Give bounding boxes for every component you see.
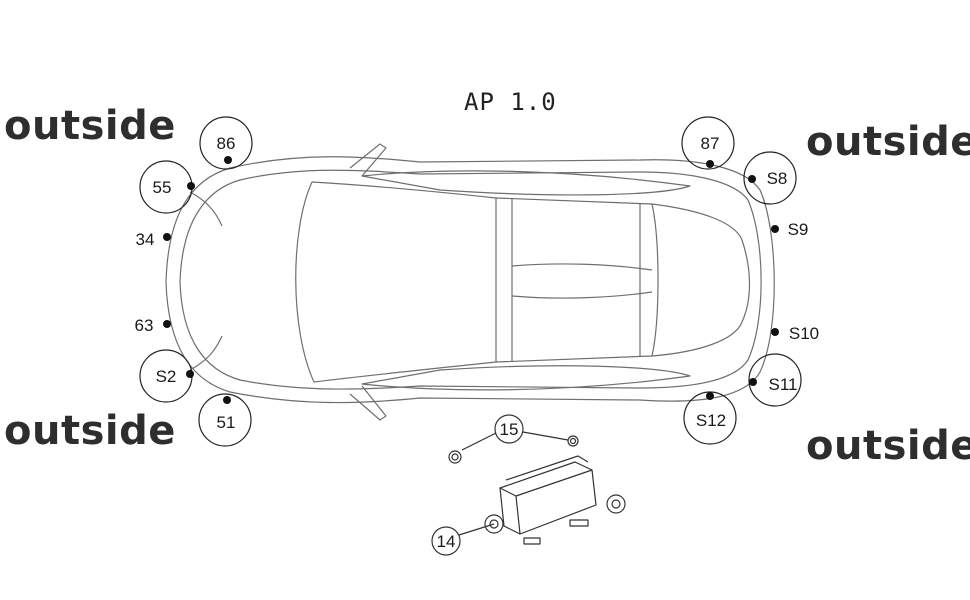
sensor-label: 51 bbox=[217, 413, 236, 432]
outside-label-bottom-right: outside bbox=[806, 423, 970, 469]
outside-label-top-left: outside bbox=[4, 103, 176, 149]
sensor-34: 34 bbox=[136, 230, 171, 249]
part-14-module bbox=[484, 455, 626, 545]
outside-label-bottom-left: outside bbox=[4, 408, 176, 454]
sensor-label: S8 bbox=[767, 169, 788, 188]
part-14-callout: 14 bbox=[431, 523, 495, 556]
sensor-label: S2 bbox=[156, 367, 177, 386]
sensor-87: 87 bbox=[681, 116, 735, 170]
sensor-s12: S12 bbox=[683, 391, 737, 445]
sensor-label: 55 bbox=[153, 178, 172, 197]
sensor-label: S11 bbox=[769, 375, 798, 394]
sensor-label: 86 bbox=[217, 134, 236, 153]
part-15-speakers bbox=[448, 414, 579, 464]
sensor-label: 63 bbox=[135, 316, 154, 335]
sensor-86: 86 bbox=[199, 116, 253, 170]
car-outline bbox=[165, 143, 775, 421]
sensor-s11: S11 bbox=[748, 353, 802, 407]
diagram-title: AP 1.0 bbox=[464, 88, 557, 116]
part-14-label: 14 bbox=[437, 532, 456, 551]
sensor-s10: S10 bbox=[771, 324, 819, 343]
sensor-label: S9 bbox=[788, 220, 809, 239]
sensor-s9: S9 bbox=[771, 220, 808, 239]
sensor-63: 63 bbox=[135, 316, 171, 335]
sensor-55: 55 bbox=[139, 160, 195, 214]
sensor-51: 51 bbox=[198, 393, 252, 447]
part-15-label: 15 bbox=[500, 420, 519, 439]
sensor-label: 34 bbox=[136, 230, 155, 249]
sensor-label: S12 bbox=[696, 411, 726, 430]
outside-label-top-right: outside bbox=[806, 119, 970, 165]
sensor-s8: S8 bbox=[743, 151, 797, 205]
sensor-label: S10 bbox=[789, 324, 819, 343]
sensor-s2: S2 bbox=[139, 349, 194, 403]
sensor-label: 87 bbox=[701, 134, 720, 153]
